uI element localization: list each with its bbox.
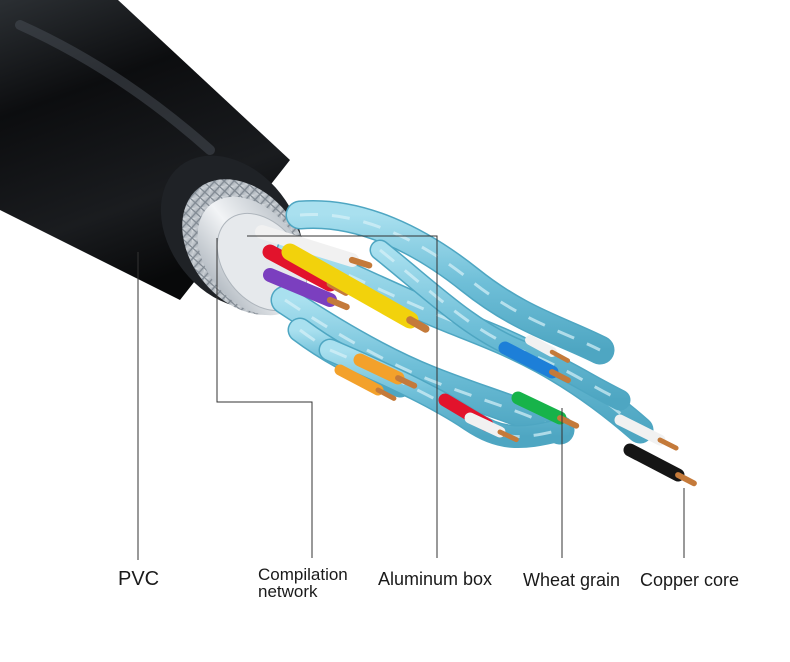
wire-conductors — [255, 225, 697, 487]
label-compilation-network: Compilation network — [258, 566, 348, 600]
label-compilation-line2: network — [258, 582, 318, 601]
wire-insulation-0 — [255, 225, 359, 267]
copper-core-4 — [395, 375, 418, 389]
wire-insulation-8 — [511, 391, 567, 425]
label-pvc: PVC — [118, 568, 160, 590]
wire-insulation-10 — [623, 443, 685, 482]
wire-insulation-7 — [498, 341, 559, 379]
copper-core-0 — [348, 256, 373, 269]
copper-core-12 — [549, 349, 571, 363]
copper-core-9 — [657, 437, 679, 451]
wire-insulation-11 — [464, 412, 506, 438]
leader-aluminum — [247, 235, 438, 558]
copper-core-8 — [557, 415, 580, 429]
label-copper-core: Copper core — [640, 570, 740, 590]
wire-insulation-12 — [525, 335, 557, 357]
copper-core-5 — [375, 387, 397, 401]
label-compilation-line1: Compilation — [258, 565, 348, 584]
pair-shield-twist-2 — [284, 298, 561, 432]
label-aluminum-box: Aluminum box — [378, 569, 493, 589]
pair-shield-twist-0 — [299, 212, 601, 352]
label-wheat-grain: Wheat grain — [523, 570, 621, 590]
copper-core-7 — [549, 369, 571, 384]
copper-core-11 — [497, 429, 519, 443]
wire-insulation-2 — [281, 243, 419, 329]
wire-insulation-9 — [614, 414, 666, 446]
leader-compilation — [216, 238, 313, 558]
copper-core-3 — [326, 296, 350, 311]
copper-core-2 — [406, 316, 430, 333]
leader-lines — [137, 235, 685, 560]
wire-insulation-5 — [334, 364, 384, 396]
wire-insulation-3 — [263, 268, 337, 307]
copper-core-10 — [675, 472, 697, 487]
wire-insulation-4 — [353, 353, 405, 385]
